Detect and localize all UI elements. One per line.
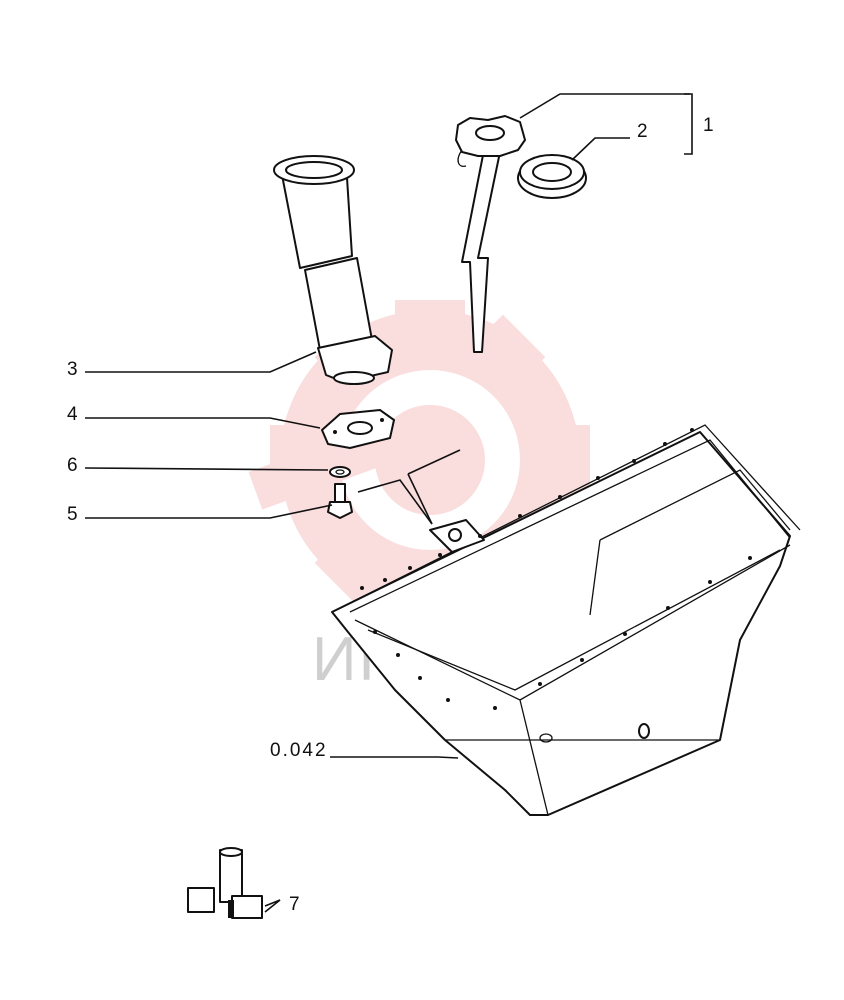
- dipstick-assembly: [455, 115, 526, 353]
- pan-bolt-holes: [360, 428, 752, 710]
- sealant-kit: [187, 847, 263, 919]
- callout-ref: 0.042: [270, 740, 328, 761]
- callout-2: 2: [637, 121, 648, 142]
- flange-gasket: [321, 409, 395, 449]
- lock-washer: [329, 466, 351, 478]
- callout-4: 4: [67, 404, 78, 425]
- oil-pan: [331, 424, 801, 816]
- callout-3: 3: [67, 359, 78, 380]
- filler-tube: [273, 155, 393, 385]
- callout-1: 1: [703, 115, 714, 136]
- callout-5: 5: [67, 504, 78, 525]
- callout-6: 6: [67, 455, 78, 476]
- hex-bolt: [327, 483, 353, 519]
- callout-7: 7: [289, 894, 300, 915]
- leader-lines: [84, 93, 693, 913]
- seal-ring: [517, 154, 587, 199]
